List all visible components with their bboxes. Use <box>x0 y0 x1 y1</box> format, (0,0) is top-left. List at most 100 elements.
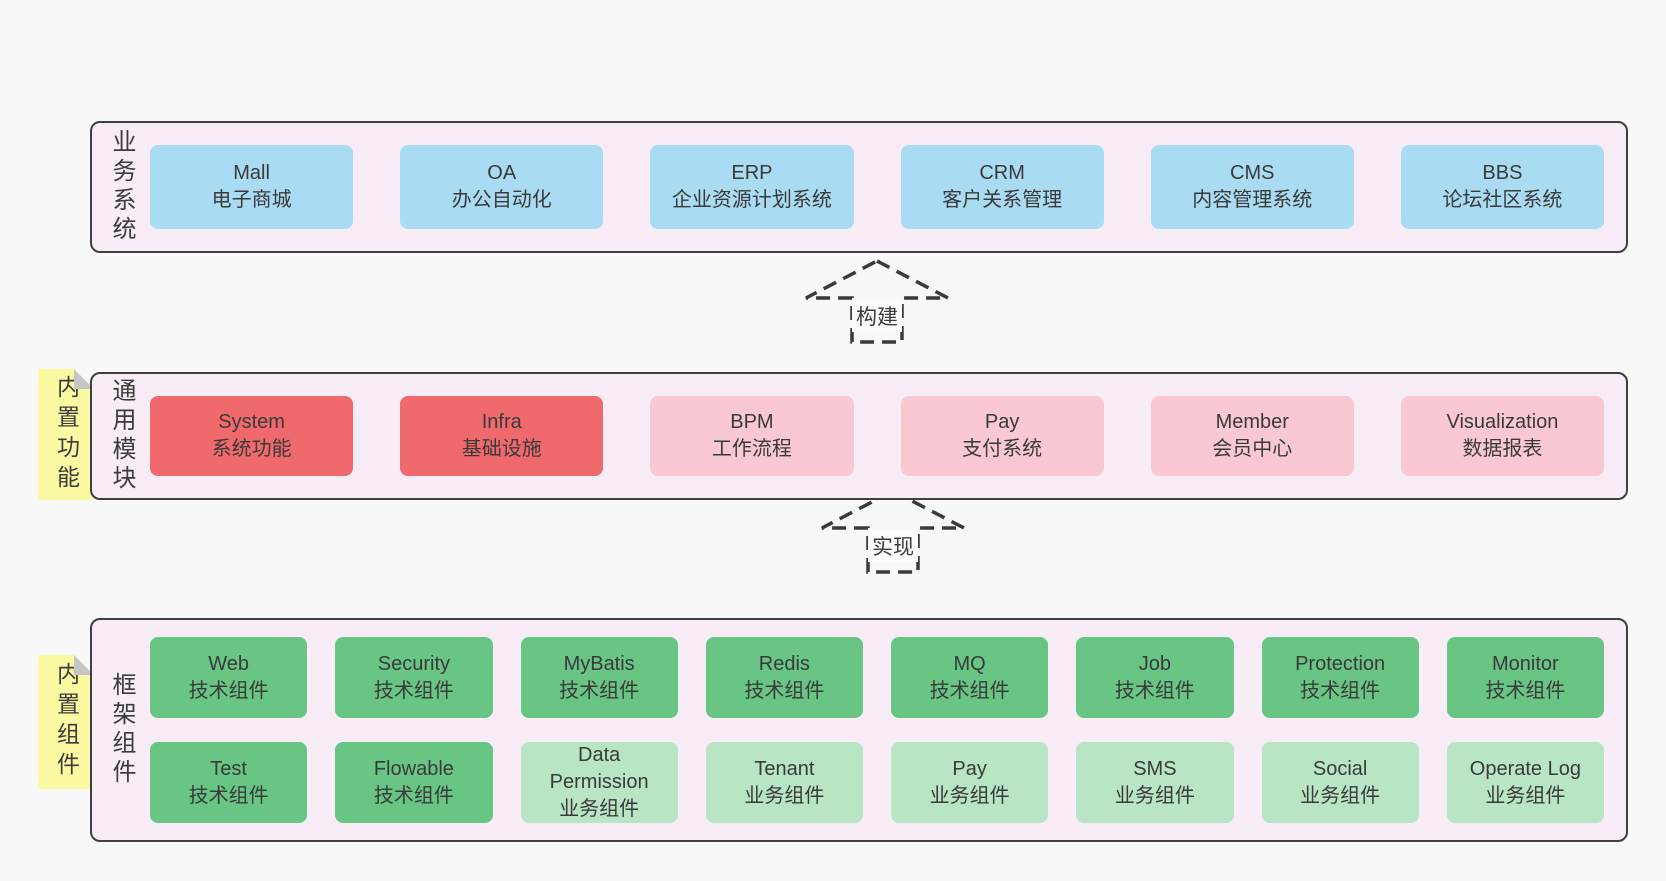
node-subtitle: 电子商城 <box>211 189 292 211</box>
node-subtitle: 数据报表 <box>1462 438 1543 460</box>
node-subtitle: 企业资源计划系统 <box>671 189 832 211</box>
node-subtitle: 业务组件 <box>1114 784 1195 807</box>
node-subtitle: 技术组件 <box>929 679 1010 702</box>
node-subtitle: 技术组件 <box>559 679 640 702</box>
framework-layer-label: 框架组件 <box>92 620 150 840</box>
node-subtitle: 业务组件 <box>559 798 640 820</box>
framework-components-layer: 框架组件 Web 技术组件 Security 技术组件 MyBatis 技术组件… <box>90 618 1628 842</box>
node-social: Social 业务组件 <box>1261 742 1419 823</box>
node-job: Job 技术组件 <box>1076 637 1234 718</box>
node-subtitle: 工作流程 <box>711 438 792 460</box>
node-subtitle: 支付系统 <box>962 438 1043 460</box>
node-name: BPM <box>730 411 774 433</box>
node-name: SMS <box>1133 757 1177 780</box>
framework-layer-label-text: 框架组件 <box>108 672 135 788</box>
node-subtitle: 业务组件 <box>929 784 1010 807</box>
node-system: System 系统功能 <box>150 396 354 476</box>
common-modules-layer: 通用模块 System 系统功能 Infra 基础设施 BPM 工作流程 Pay… <box>90 372 1628 500</box>
module-boxes: System 系统功能 Infra 基础设施 BPM 工作流程 Pay 支付系统… <box>150 374 1626 498</box>
node-name: Tenant <box>754 757 815 780</box>
node-name: Social <box>1312 757 1368 780</box>
node-web: Web 技术组件 <box>150 637 308 718</box>
node-operate-log: Operate Log 业务组件 <box>1446 742 1604 823</box>
sticky-builtin-features: 内置功能 <box>38 369 94 500</box>
node-name: OA <box>487 162 517 184</box>
node-subtitle: 技术组件 <box>744 679 825 702</box>
realize-arrow: 实现 <box>818 488 968 576</box>
node-pay-component: Pay 业务组件 <box>891 742 1049 823</box>
node-subtitle: 技术组件 <box>1300 679 1381 702</box>
node-subtitle: 技术组件 <box>373 784 454 807</box>
node-crm: CRM 客户关系管理 <box>900 145 1104 229</box>
node-redis: Redis 技术组件 <box>705 637 863 718</box>
business-layer-label-text: 业务系统 <box>108 129 135 245</box>
node-name: Operate Log <box>1469 757 1581 780</box>
node-cms: CMS 内容管理系统 <box>1150 145 1354 229</box>
build-arrow-label: 构建 <box>852 300 902 332</box>
business-systems-layer: 业务系统 Mall 电子商城 OA 办公自动化 ERP 企业资源计划系统 CRM… <box>90 121 1628 253</box>
framework-boxes: Web 技术组件 Security 技术组件 MyBatis 技术组件 Redi… <box>150 620 1626 840</box>
node-sms: SMS 业务组件 <box>1076 742 1234 823</box>
node-name: Security <box>377 652 450 675</box>
node-name: Infra <box>481 411 522 433</box>
node-bbs: BBS 论坛社区系统 <box>1400 145 1605 229</box>
realize-arrow-label: 实现 <box>868 530 918 562</box>
node-name: Pay <box>984 411 1020 433</box>
node-name: Redis <box>758 652 810 675</box>
node-subtitle: 客户关系管理 <box>942 189 1063 211</box>
node-mall: Mall 电子商城 <box>150 145 354 229</box>
sticky-text: 内置功能 <box>53 374 80 495</box>
sticky-builtin-components: 内置组件 <box>38 655 94 789</box>
node-name: Member <box>1215 411 1289 433</box>
node-subtitle: 技术组件 <box>1114 679 1195 702</box>
node-subtitle: 技术组件 <box>373 679 454 702</box>
node-name: System <box>218 411 285 433</box>
node-subtitle: 业务组件 <box>1300 784 1381 807</box>
node-visualization: Visualization 数据报表 <box>1400 396 1605 476</box>
node-name: Monitor <box>1492 652 1559 675</box>
node-subtitle: 论坛社区系统 <box>1442 189 1563 211</box>
node-monitor: Monitor 技术组件 <box>1446 637 1604 718</box>
business-boxes: Mall 电子商城 OA 办公自动化 ERP 企业资源计划系统 CRM 客户关系… <box>150 123 1626 251</box>
node-subtitle: 技术组件 <box>1485 679 1566 702</box>
node-data-permission: Data Permission 业务组件 <box>520 742 678 823</box>
node-name: Protection <box>1295 652 1386 675</box>
modules-layer-label-text: 通用模块 <box>108 378 135 494</box>
business-layer-label: 业务系统 <box>92 123 150 251</box>
node-name: Job <box>1138 652 1171 675</box>
node-name: Data Permission <box>549 744 649 793</box>
node-name: Visualization <box>1446 411 1559 433</box>
node-oa: OA 办公自动化 <box>400 145 604 229</box>
node-subtitle: 技术组件 <box>188 679 269 702</box>
node-bpm: BPM 工作流程 <box>650 396 854 476</box>
node-subtitle: 会员中心 <box>1212 438 1293 460</box>
node-subtitle: 内容管理系统 <box>1192 189 1313 211</box>
node-subtitle: 办公自动化 <box>451 189 552 211</box>
node-subtitle: 系统功能 <box>211 438 292 460</box>
node-name: Flowable <box>373 757 454 780</box>
node-security: Security 技术组件 <box>335 637 493 718</box>
build-arrow: 构建 <box>802 258 952 346</box>
node-name: Web <box>208 652 249 675</box>
framework-row-1: Web 技术组件 Security 技术组件 MyBatis 技术组件 Redi… <box>150 637 1604 718</box>
node-subtitle: 业务组件 <box>744 784 825 807</box>
node-pay-module: Pay 支付系统 <box>900 396 1104 476</box>
sticky-text: 内置组件 <box>53 662 80 782</box>
node-erp: ERP 企业资源计划系统 <box>650 145 854 229</box>
node-name: ERP <box>731 162 773 184</box>
framework-row-2: Test 技术组件 Flowable 技术组件 Data Permission … <box>150 742 1604 823</box>
node-name: CRM <box>979 162 1025 184</box>
node-infra: Infra 基础设施 <box>400 396 604 476</box>
node-subtitle: 业务组件 <box>1485 784 1566 807</box>
node-name: Mall <box>233 162 270 184</box>
node-subtitle: 基础设施 <box>461 438 542 460</box>
node-name: Test <box>210 757 247 780</box>
node-member: Member 会员中心 <box>1150 396 1354 476</box>
node-flowable: Flowable 技术组件 <box>335 742 493 823</box>
node-tenant: Tenant 业务组件 <box>705 742 863 823</box>
node-name: MyBatis <box>563 652 635 675</box>
node-name: BBS <box>1482 162 1523 184</box>
node-protection: Protection 技术组件 <box>1261 637 1419 718</box>
node-mq: MQ 技术组件 <box>891 637 1049 718</box>
